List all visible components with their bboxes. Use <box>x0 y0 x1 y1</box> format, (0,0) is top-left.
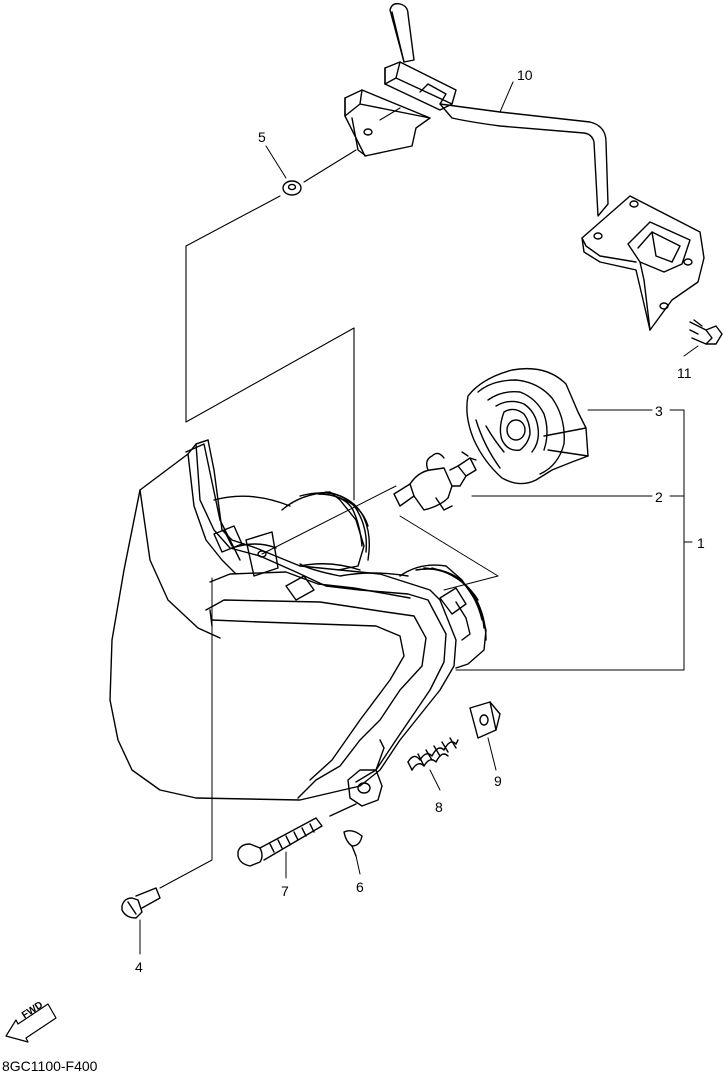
mounting-ear <box>329 739 385 817</box>
reference-frame <box>185 107 401 501</box>
screw-7 <box>237 817 323 867</box>
headlight-housing <box>109 439 457 801</box>
bolt-4 <box>121 887 161 919</box>
label-part-7: 7 <box>281 883 289 899</box>
headlight-stay-10 <box>344 2 705 331</box>
label-part-3: 3 <box>655 403 663 419</box>
diagram-code: 8GC1100-F400 <box>2 1058 98 1074</box>
label-part-10: 10 <box>517 67 533 83</box>
bulb-2 <box>393 451 477 511</box>
washer-5 <box>282 180 302 196</box>
label-part-8: 8 <box>435 799 443 815</box>
label-part-5: 5 <box>258 129 266 145</box>
label-part-4: 4 <box>135 959 143 975</box>
spring-8 <box>407 737 459 771</box>
leader-lines <box>139 81 699 955</box>
assembly-lines <box>159 485 499 889</box>
lower-reflector <box>399 564 487 669</box>
housing-clips <box>213 525 467 615</box>
upper-reflector <box>281 491 371 571</box>
bolt-11 <box>689 319 723 345</box>
label-part-11: 11 <box>677 365 692 381</box>
fwd-arrow-icon <box>5 1003 57 1043</box>
pin-6 <box>343 829 363 857</box>
label-part-1: 1 <box>697 535 705 551</box>
socket-cover-3 <box>466 367 589 485</box>
label-part-6: 6 <box>356 879 364 895</box>
clip-nut-9 <box>469 701 501 739</box>
label-part-9: 9 <box>494 773 502 789</box>
label-part-2: 2 <box>655 489 663 505</box>
